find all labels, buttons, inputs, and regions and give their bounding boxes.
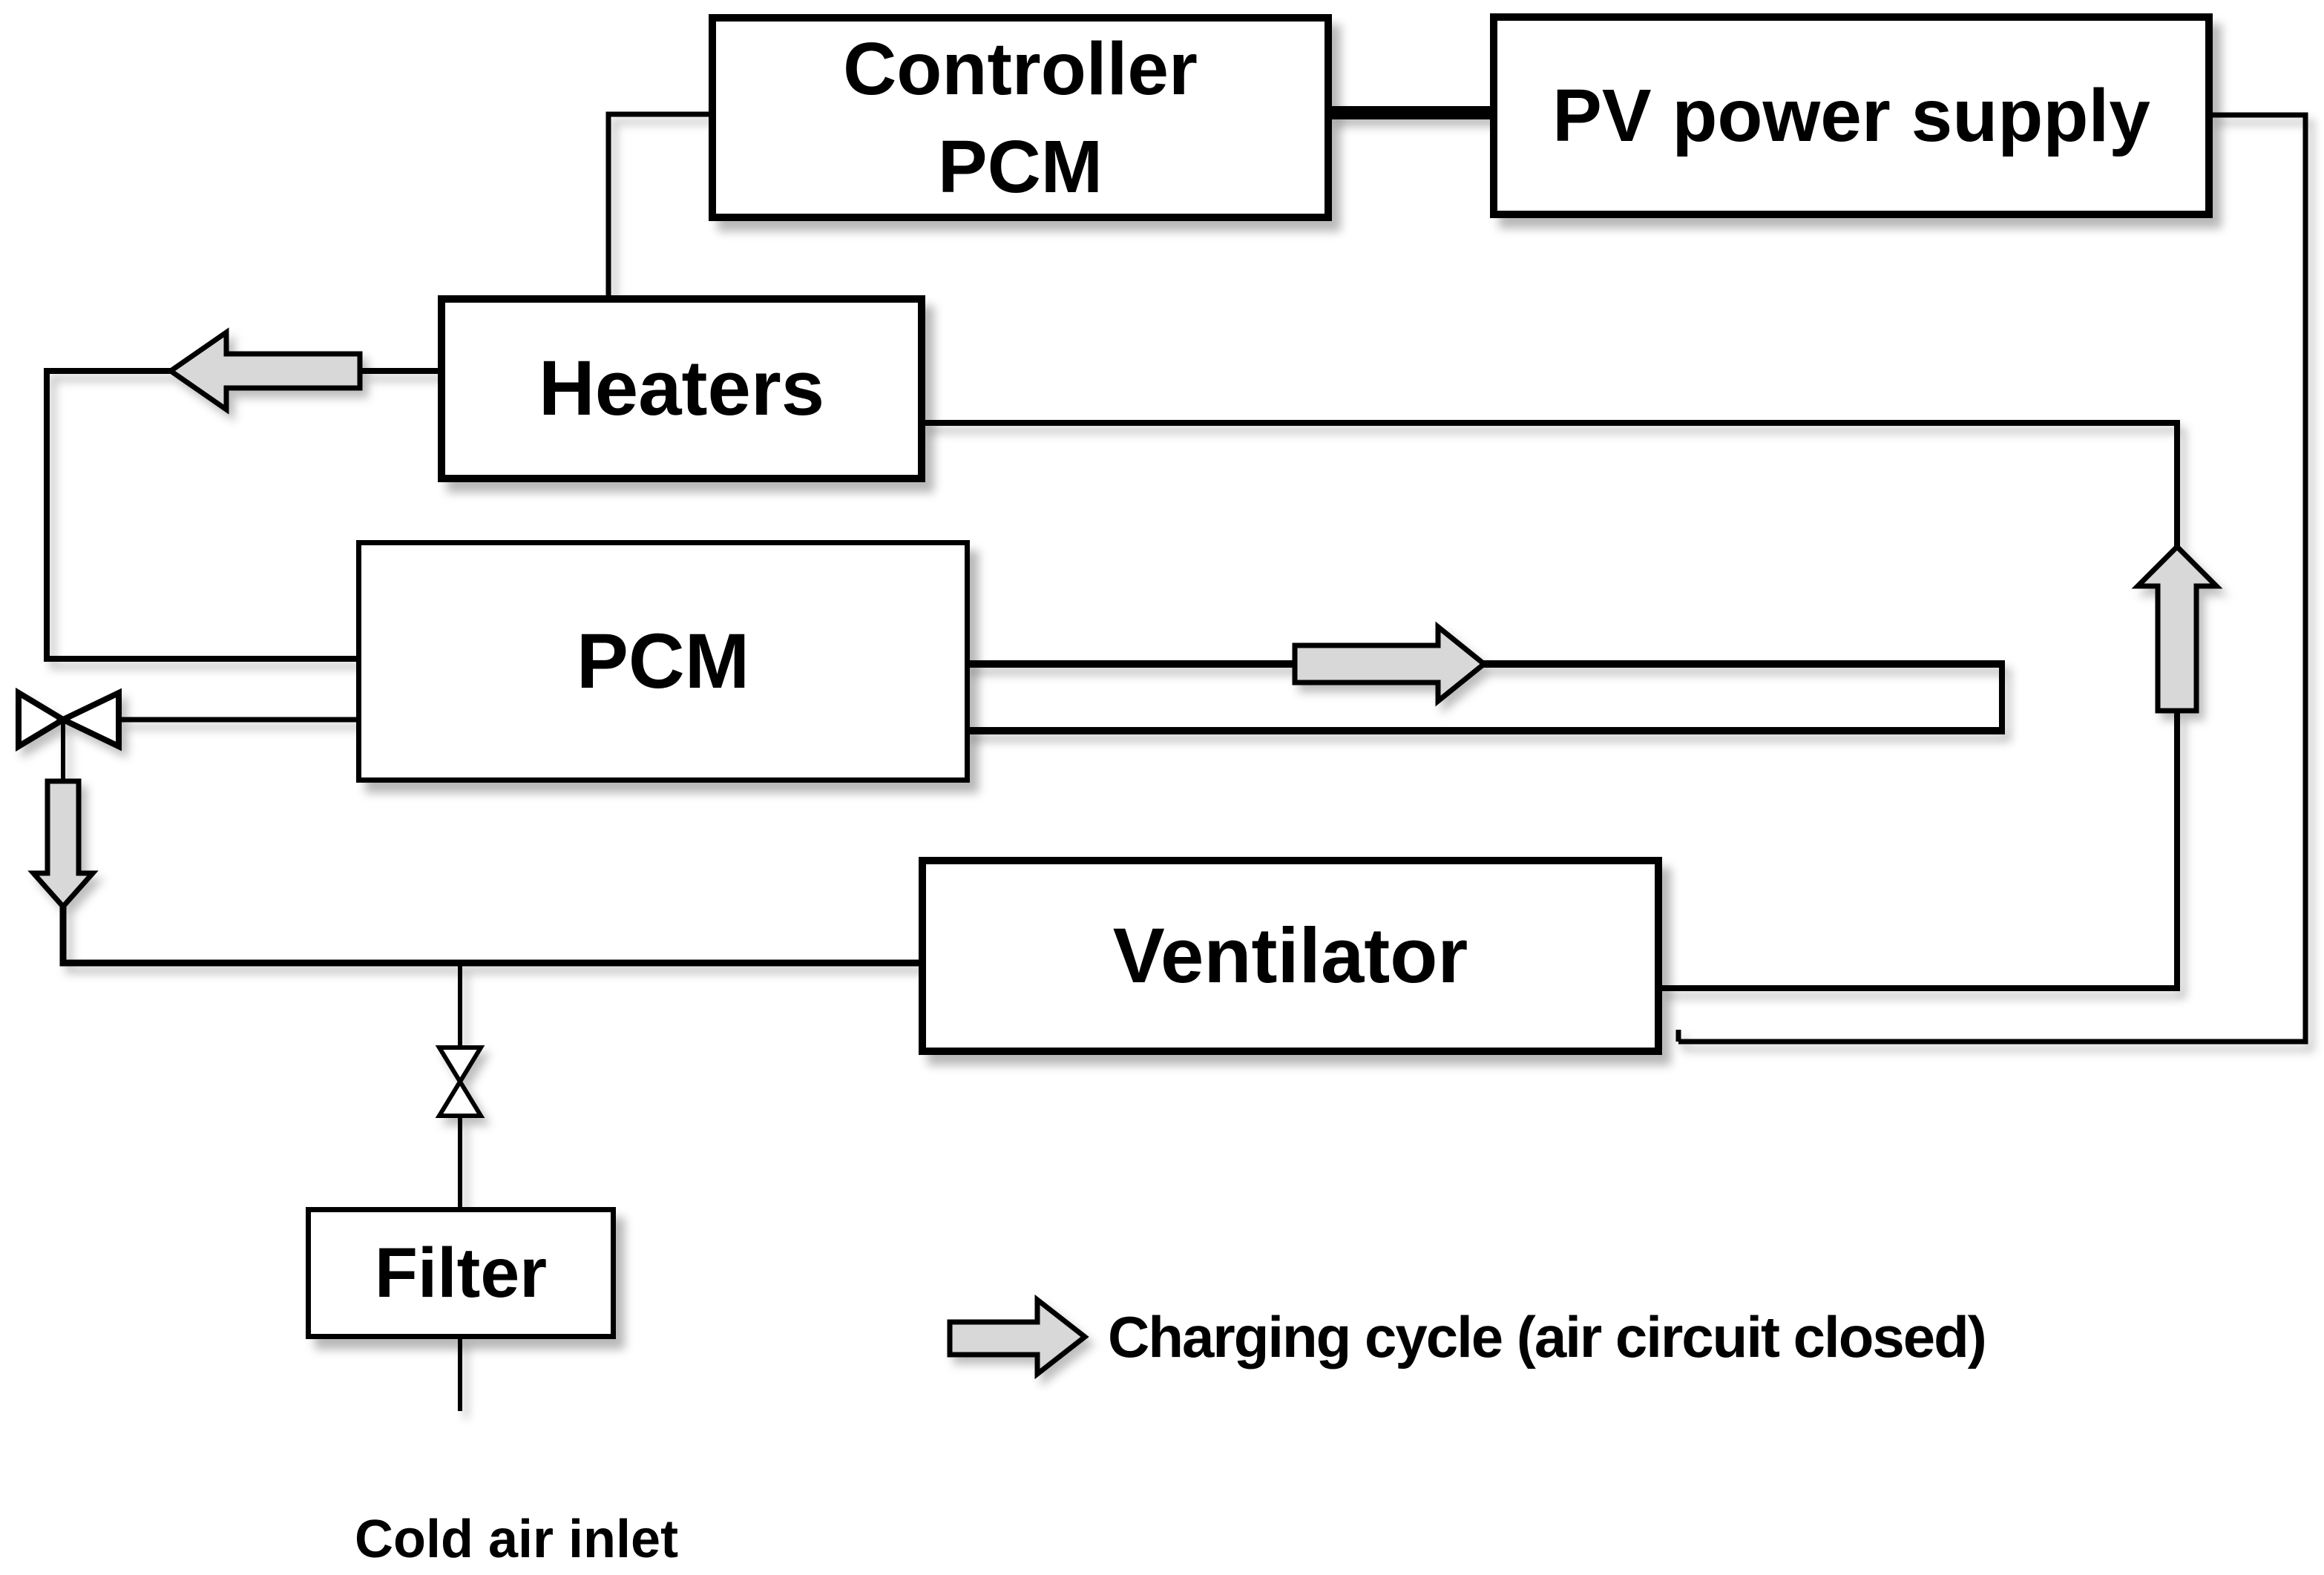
valve-horizontal-right-triangle: [56, 688, 122, 752]
legend-label: Charging cycle (air circuit closed): [1108, 1304, 1987, 1370]
pv-power-supply-box: PV power supply: [1490, 13, 2213, 218]
ventilator-box: Ventilator: [919, 857, 1662, 1055]
controller-label-line2: PCM: [937, 125, 1103, 208]
flow-arrow-up-icon: [2131, 543, 2223, 714]
valve-vertical-icon: [435, 1045, 485, 1118]
flow-arrow-left-icon: [165, 327, 363, 415]
valve-vertical-top-triangle: [435, 1045, 485, 1086]
pcm-box: PCM: [356, 540, 970, 783]
controller-pcm-box: Controller PCM: [709, 14, 1332, 221]
valve-horizontal-icon: [16, 687, 122, 752]
filter-box: Filter: [306, 1207, 616, 1339]
connector-bottom-rail: [59, 905, 924, 967]
flow-arrow-right-icon: [1292, 621, 1488, 707]
legend-arrow-icon: [947, 1294, 1089, 1380]
connector-pv-outer-loop: [1678, 112, 2308, 1045]
valve-vertical-bottom-triangle: [435, 1077, 485, 1118]
cold-air-inlet-label: Cold air inlet: [355, 1510, 679, 1569]
valve-horizontal-left-triangle: [16, 687, 69, 752]
connector-heaters-right-rail: [922, 420, 2180, 547]
connector-ventilator-right-rail: [1661, 709, 2180, 991]
flow-arrow-down-icon: [27, 778, 99, 911]
connector-controller-heaters: [605, 111, 716, 297]
controller-label-line1: Controller: [843, 27, 1198, 111]
heaters-box: Heaters: [438, 295, 925, 482]
